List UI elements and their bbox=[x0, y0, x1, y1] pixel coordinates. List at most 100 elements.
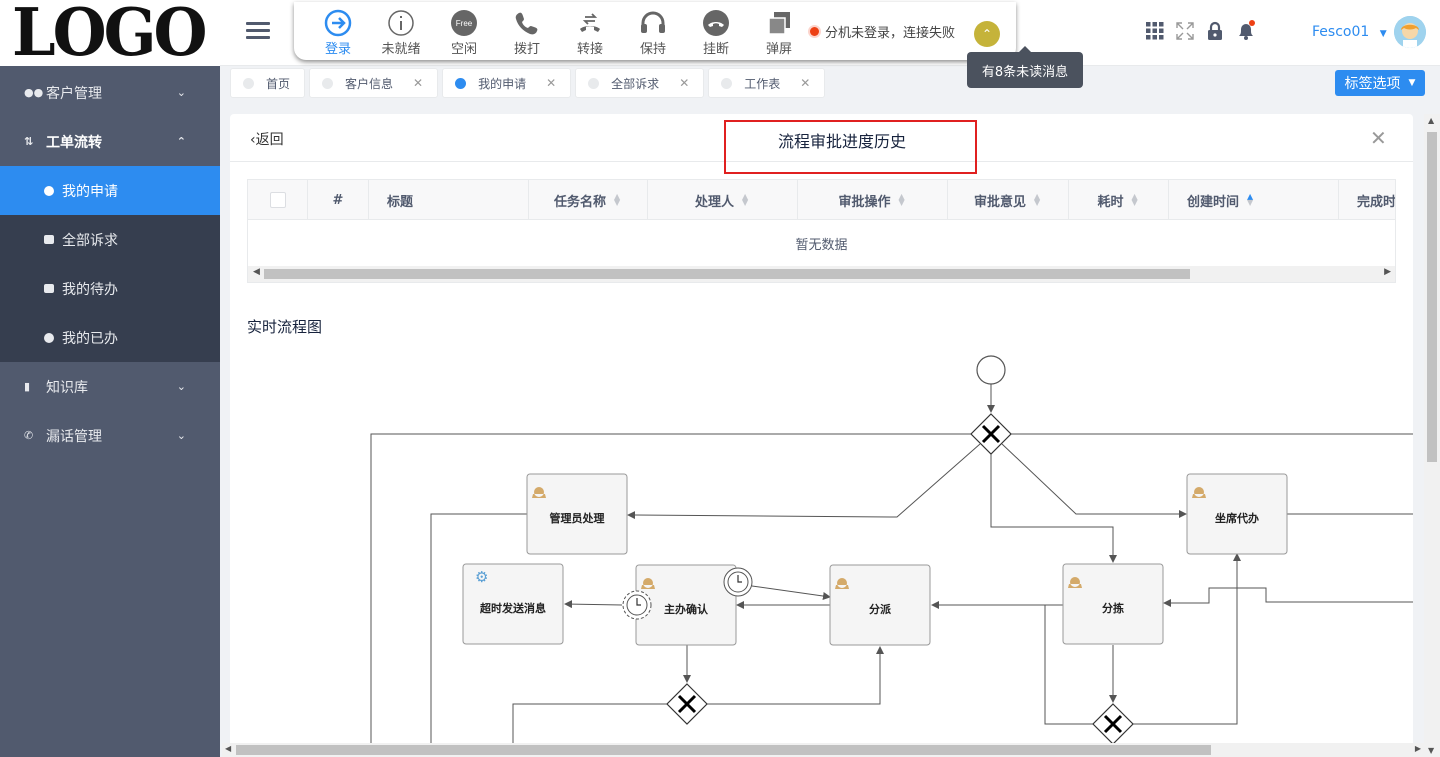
scroll-thumb[interactable] bbox=[236, 745, 1211, 755]
scroll-thumb[interactable] bbox=[1427, 132, 1437, 462]
bell-icon[interactable] bbox=[1235, 20, 1257, 42]
sidebar-subitem-my-done[interactable]: 我的已办 bbox=[0, 313, 220, 362]
scroll-thumb[interactable] bbox=[264, 269, 1190, 279]
page-tabs: 首页 客户信息✕ 我的申请 ✕ 全部诉求✕ 工作表✕ bbox=[230, 68, 826, 98]
sidebar-item-customer[interactable]: ●● 客户管理 ⌄ bbox=[0, 68, 220, 117]
collapse-toolbar-button[interactable]: ⌃ bbox=[974, 21, 1000, 47]
extension-status: 分机未登录，连接失败 bbox=[810, 22, 955, 41]
popup-label: 弹屏 bbox=[765, 42, 792, 57]
task-dispatch[interactable]: 分派 bbox=[829, 564, 931, 646]
empty-message: 暂无数据 bbox=[795, 237, 848, 253]
sort-icon[interactable]: ▲▼ bbox=[614, 192, 621, 207]
col-label: 耗时 bbox=[1097, 194, 1124, 210]
sidebar-subitem-my-todo[interactable]: 我的待办 bbox=[0, 264, 220, 313]
unread-messages-tooltip: 有8条未读消息 bbox=[967, 46, 1083, 88]
close-icon[interactable]: ✕ bbox=[679, 76, 690, 90]
tab-label: 首页 bbox=[266, 76, 291, 91]
table-header: # 标题 任务名称▲▼ 处理人▲▼ 审批操作▲▼ 审批意见▲▼ 耗时▲▼ 创建时… bbox=[248, 180, 1395, 220]
tab-label: 我的申请 bbox=[478, 76, 527, 91]
scroll-left-icon[interactable]: ◀ bbox=[225, 744, 232, 753]
free-badge-text: Free bbox=[456, 19, 473, 28]
select-all-checkbox[interactable] bbox=[248, 180, 308, 220]
username: Fesco01 bbox=[1312, 24, 1370, 40]
page-horizontal-scrollbar[interactable]: ◀ ▶ bbox=[222, 743, 1424, 757]
check-circle-icon bbox=[44, 332, 54, 343]
tab-dot-icon bbox=[243, 77, 254, 89]
tab-customer-info[interactable]: 客户信息✕ bbox=[309, 68, 439, 98]
close-icon[interactable]: ✕ bbox=[546, 76, 557, 90]
tab-all-requests[interactable]: 全部诉求✕ bbox=[575, 68, 705, 98]
not-ready-button[interactable]: 未就绪 bbox=[375, 8, 427, 57]
col-approval-opinion[interactable]: 审批意见▲▼ bbox=[948, 180, 1069, 220]
hangup-button[interactable]: 挂断 bbox=[690, 8, 742, 57]
free-icon: Free bbox=[438, 8, 490, 38]
task-seat-agent[interactable]: 坐席代办 bbox=[1186, 473, 1288, 555]
phone-icon: ✆ bbox=[24, 429, 34, 442]
sidebar-item-knowledge[interactable]: ▮ 知识库 ⌄ bbox=[0, 362, 220, 411]
hangup-label: 挂断 bbox=[702, 42, 729, 57]
popup-button[interactable]: 弹屏 bbox=[753, 8, 805, 57]
scroll-up-icon[interactable]: ▲ bbox=[1428, 116, 1435, 125]
col-task-name[interactable]: 任务名称▲▼ bbox=[529, 180, 648, 220]
transfer-button[interactable]: 转接 bbox=[564, 8, 616, 57]
tab-home[interactable]: 首页 bbox=[230, 68, 306, 98]
caret-down-icon: ▼ bbox=[1379, 29, 1387, 39]
scroll-left-icon[interactable]: ◀ bbox=[253, 267, 260, 277]
sort-icon[interactable]: ▲▼ bbox=[1131, 192, 1138, 207]
history-table: # 标题 任务名称▲▼ 处理人▲▼ 审批操作▲▼ 审批意见▲▼ 耗时▲▼ 创建时… bbox=[247, 179, 1396, 283]
close-icon[interactable]: ✕ bbox=[800, 76, 811, 90]
close-icon[interactable]: ✕ bbox=[413, 76, 424, 90]
sidebar-subitem-my-apply[interactable]: 我的申请 bbox=[0, 166, 220, 215]
page-vertical-scrollbar[interactable]: ▲ ▼ bbox=[1424, 114, 1440, 757]
panel-header: ‹返回 流程审批进度历史 ✕ bbox=[230, 114, 1413, 174]
login-button[interactable]: 登录 bbox=[312, 8, 364, 57]
sort-icon[interactable]: ▲▼ bbox=[1034, 192, 1041, 207]
sort-icon[interactable]: ▲▼ bbox=[898, 192, 905, 207]
flow-section-title: 实时流程图 bbox=[247, 318, 323, 336]
subitem-label: 全部诉求 bbox=[62, 232, 118, 249]
col-created-time[interactable]: 创建时间▲▼ bbox=[1169, 180, 1339, 220]
tag-options-label: 标签选项 bbox=[1344, 76, 1401, 92]
lock-icon[interactable] bbox=[1205, 21, 1225, 41]
scroll-right-icon[interactable]: ▶ bbox=[1414, 744, 1421, 753]
chevron-down-icon: ⌄ bbox=[176, 86, 186, 99]
sidebar-item-label: 客户管理 bbox=[46, 85, 102, 102]
back-button[interactable]: ‹返回 bbox=[250, 129, 284, 149]
tab-worksheet[interactable]: 工作表✕ bbox=[708, 68, 826, 98]
tab-dot-icon bbox=[588, 77, 600, 89]
sidebar-item-missed-calls[interactable]: ✆ 漏话管理 ⌄ bbox=[0, 411, 220, 460]
avatar[interactable] bbox=[1394, 16, 1426, 48]
task-sort[interactable]: 分拣 bbox=[1062, 563, 1164, 645]
table-horizontal-scrollbar[interactable]: ◀ ▶ bbox=[248, 266, 1395, 282]
scroll-right-icon[interactable]: ▶ bbox=[1384, 267, 1391, 277]
sidebar-subitem-all-requests[interactable]: 全部诉求 bbox=[0, 215, 220, 264]
task-admin-process[interactable]: 管理员处理 bbox=[526, 473, 628, 555]
sort-icon[interactable]: ▲▼ bbox=[1247, 192, 1254, 207]
col-duration[interactable]: 耗时 ▲▼ bbox=[1069, 180, 1169, 220]
scroll-down-icon[interactable]: ▼ bbox=[1428, 746, 1435, 755]
idle-button[interactable]: Free 空闲 bbox=[438, 8, 490, 57]
not-ready-label: 未就绪 bbox=[381, 42, 421, 57]
tab-my-apply[interactable]: 我的申请 ✕ bbox=[442, 68, 572, 98]
menu-toggle-icon[interactable] bbox=[246, 22, 270, 40]
exclusive-gateway-right bbox=[1092, 703, 1134, 745]
logo-text: LOGO bbox=[12, 0, 208, 71]
dot-icon bbox=[44, 185, 54, 196]
fullscreen-icon[interactable] bbox=[1175, 21, 1195, 41]
user-menu[interactable]: Fesco01 ▼ bbox=[1312, 24, 1387, 40]
login-label: 登录 bbox=[324, 42, 351, 57]
col-title: 标题 bbox=[369, 180, 529, 220]
col-finished-time: 完成时 bbox=[1357, 194, 1396, 210]
col-approval-action[interactable]: 审批操作▲▼ bbox=[798, 180, 948, 220]
task-timeout-message[interactable]: ⚙ 超时发送消息 bbox=[462, 563, 564, 645]
sort-icon[interactable]: ▲▼ bbox=[742, 192, 749, 207]
apps-grid-icon[interactable] bbox=[1145, 21, 1165, 41]
close-icon[interactable]: ✕ bbox=[1370, 126, 1387, 150]
hold-button[interactable]: 保持 bbox=[627, 8, 679, 57]
dial-button[interactable]: 拨打 bbox=[501, 8, 553, 57]
sidebar-item-workorder[interactable]: ⇅ 工单流转 ⌃ bbox=[0, 117, 220, 166]
sidebar-item-label: 知识库 bbox=[46, 379, 88, 396]
tag-options-button[interactable]: 标签选项▼ bbox=[1335, 70, 1425, 96]
chevron-up-icon: ⌃ bbox=[176, 135, 186, 148]
col-handler[interactable]: 处理人▲▼ bbox=[648, 180, 798, 220]
